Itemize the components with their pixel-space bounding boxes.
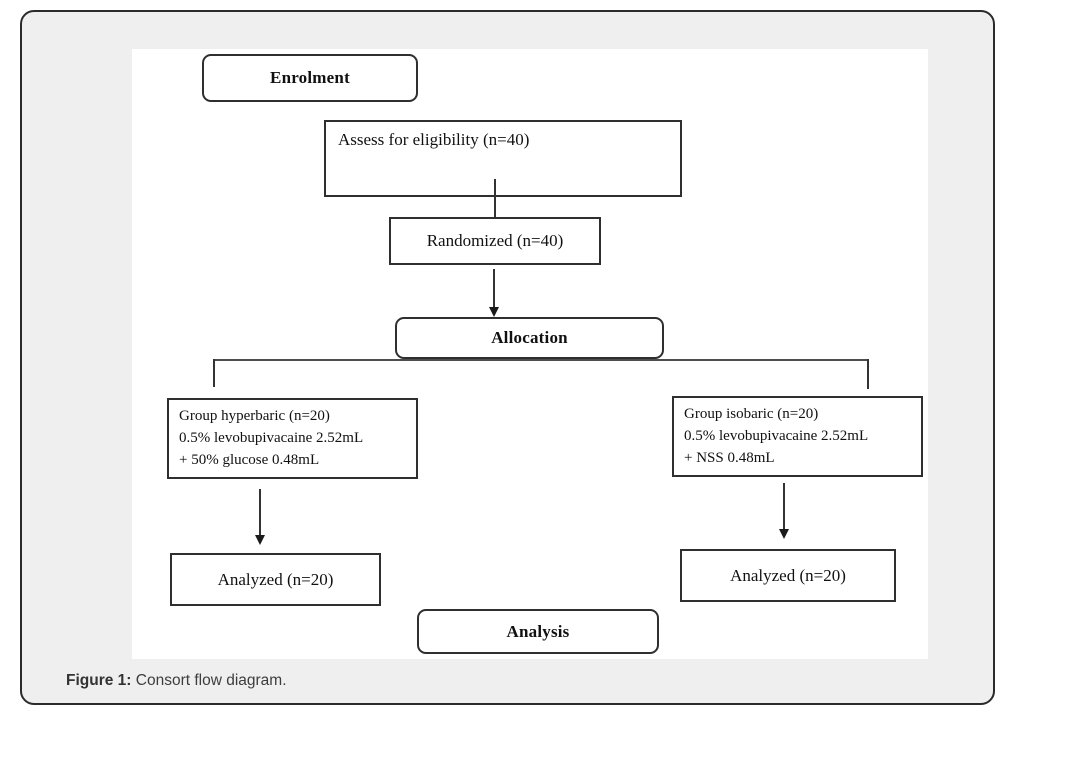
edge-assess-randomized bbox=[494, 179, 496, 247]
node-assess-eligibility: Assess for eligibility (n=40) bbox=[324, 120, 682, 197]
arrow-shaft bbox=[783, 483, 785, 531]
group-isobaric-line3: + NSS 0.48mL bbox=[684, 449, 775, 466]
edge-branch-left-drop bbox=[213, 359, 215, 387]
node-enrolment: Enrolment bbox=[202, 54, 418, 102]
edge-branch-right-drop bbox=[867, 359, 869, 389]
flow-diagram-canvas: Enrolment Assess for eligibility (n=40) … bbox=[132, 49, 928, 659]
arrowhead-down-icon bbox=[489, 307, 499, 317]
group-hyperbaric-line2: 0.5% levobupivacaine 2.52mL bbox=[179, 429, 364, 446]
figure-caption-label: Figure 1: bbox=[66, 672, 132, 689]
figure-caption-text: Consort flow diagram. bbox=[131, 672, 287, 689]
group-isobaric-line1: Group isobaric (n=20) bbox=[684, 406, 819, 422]
figure-card: Enrolment Assess for eligibility (n=40) … bbox=[20, 10, 995, 705]
edge-isobaric-analyzed bbox=[778, 483, 790, 539]
node-group-hyperbaric: Group hyperbaric (n=20) 0.5% levobupivac… bbox=[167, 398, 418, 479]
node-randomized-label: Randomized (n=40) bbox=[426, 231, 564, 251]
node-randomized: Randomized (n=40) bbox=[389, 217, 601, 265]
arrowhead-down-icon bbox=[255, 535, 265, 545]
node-enrolment-label: Enrolment bbox=[270, 68, 350, 88]
node-group-isobaric: Group isobaric (n=20) 0.5% levobupivacai… bbox=[672, 396, 923, 477]
arrow-shaft bbox=[493, 269, 495, 309]
node-analysis: Analysis bbox=[417, 609, 659, 654]
node-analyzed-left: Analyzed (n=20) bbox=[170, 553, 381, 606]
node-analysis-label: Analysis bbox=[506, 621, 570, 641]
node-allocation: Allocation bbox=[395, 317, 664, 359]
edge-hyperbaric-analyzed bbox=[254, 489, 266, 545]
group-hyperbaric-line1: Group hyperbaric (n=20) bbox=[179, 408, 330, 424]
group-isobaric-line2: 0.5% levobupivacaine 2.52mL bbox=[684, 427, 869, 444]
node-analyzed-right: Analyzed (n=20) bbox=[680, 549, 896, 602]
group-hyperbaric-line3: + 50% glucose 0.48mL bbox=[179, 451, 320, 468]
node-assess-eligibility-label: Assess for eligibility (n=40) bbox=[338, 130, 530, 149]
arrow-shaft bbox=[259, 489, 261, 537]
figure-caption: Figure 1: Consort flow diagram. bbox=[66, 672, 287, 690]
edge-randomized-allocation bbox=[488, 269, 500, 317]
edge-allocation-branch bbox=[213, 359, 869, 361]
arrowhead-down-icon bbox=[779, 529, 789, 539]
node-analyzed-left-label: Analyzed (n=20) bbox=[217, 569, 334, 589]
node-analyzed-right-label: Analyzed (n=20) bbox=[730, 565, 846, 585]
node-allocation-label: Allocation bbox=[491, 328, 568, 348]
